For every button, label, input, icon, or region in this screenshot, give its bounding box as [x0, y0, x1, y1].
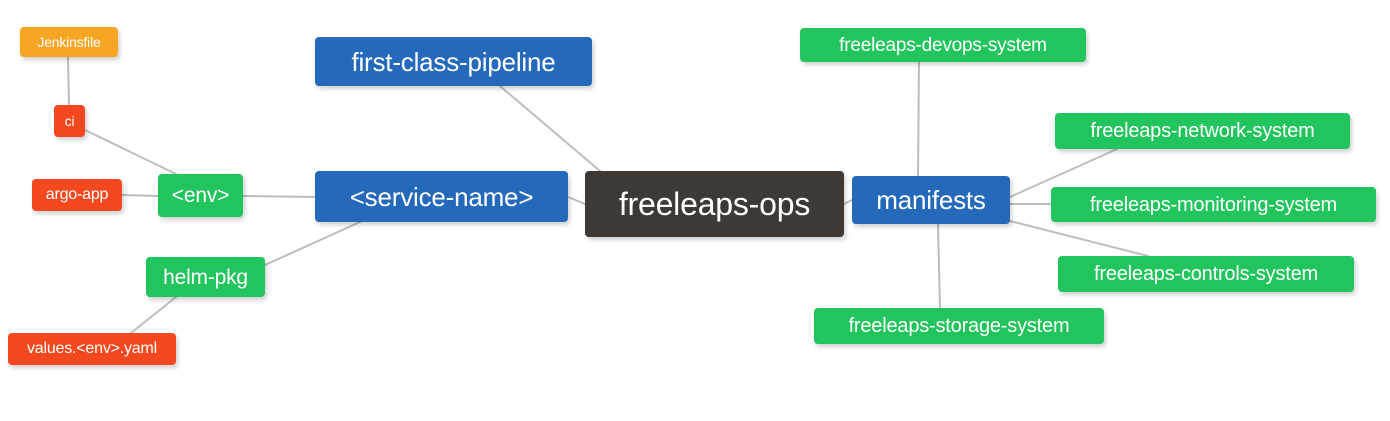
node-service-name[interactable]: <service-name>	[315, 171, 568, 222]
node-env[interactable]: <env>	[158, 174, 243, 217]
node-freeleaps-devops-system[interactable]: freeleaps-devops-system	[800, 28, 1086, 62]
node-manifests[interactable]: manifests	[852, 176, 1010, 224]
node-ci[interactable]: ci	[54, 105, 85, 137]
edge-ci-to-jenkinsfile	[67, 56, 70, 106]
edge-env-to-argo-app	[121, 194, 159, 197]
edge-env-to-ci	[84, 129, 177, 175]
edge-manifests-to-freeleaps-storage-system	[937, 223, 941, 309]
node-values-env-yaml[interactable]: values.<env>.yaml	[8, 333, 176, 365]
node-freeleaps-network-system[interactable]: freeleaps-network-system	[1055, 113, 1350, 149]
edge-helm-pkg-to-values-env-yaml	[130, 296, 177, 334]
edge-manifests-to-freeleaps-controls-system	[1009, 220, 1149, 257]
edge-freeleaps-ops-to-service-name	[567, 196, 586, 205]
node-freeleaps-storage-system[interactable]: freeleaps-storage-system	[814, 308, 1104, 344]
node-argo-app[interactable]: argo-app	[32, 179, 122, 211]
edge-service-name-to-env	[242, 195, 316, 198]
node-jenkinsfile[interactable]: Jenkinsfile	[20, 27, 118, 57]
node-first-class-pipeline[interactable]: first-class-pipeline	[315, 37, 592, 86]
edge-service-name-to-helm-pkg	[264, 221, 361, 266]
node-freeleaps-ops[interactable]: freeleaps-ops	[585, 171, 844, 237]
node-freeleaps-monitoring-system[interactable]: freeleaps-monitoring-system	[1051, 187, 1376, 222]
node-helm-pkg[interactable]: helm-pkg	[146, 257, 265, 297]
node-freeleaps-controls-system[interactable]: freeleaps-controls-system	[1058, 256, 1354, 292]
edge-freeleaps-ops-to-manifests	[843, 199, 853, 205]
edge-manifests-to-freeleaps-devops-system	[917, 61, 920, 177]
edge-freeleaps-ops-to-first-class-pipeline	[499, 85, 601, 172]
